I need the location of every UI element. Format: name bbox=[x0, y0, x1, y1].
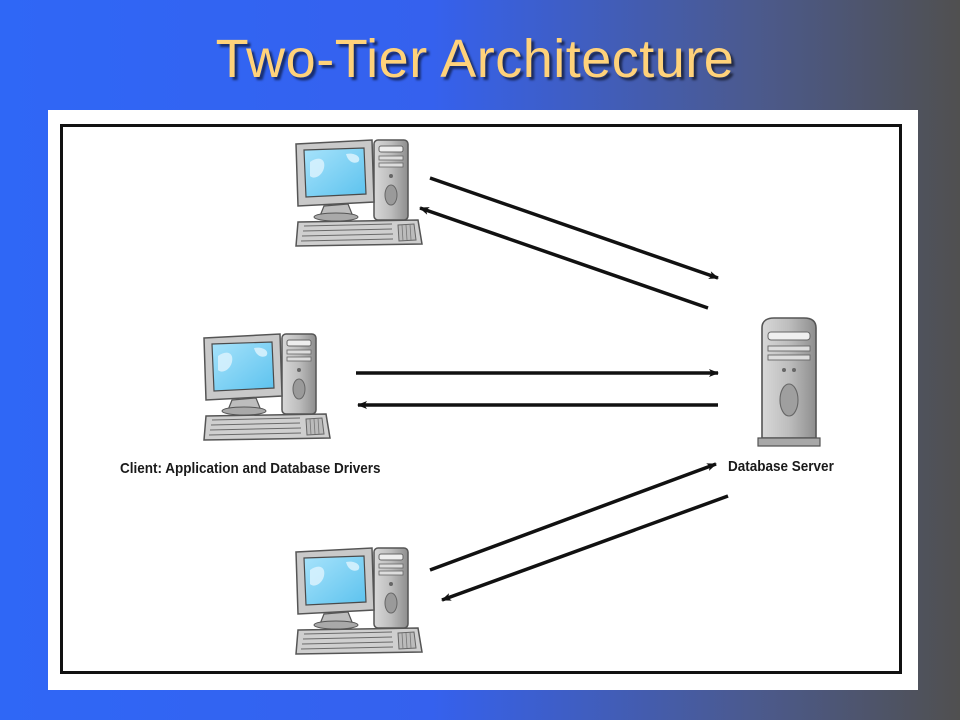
client-computer-middle-icon bbox=[203, 333, 331, 441]
arrow-top-to-server bbox=[429, 176, 719, 280]
database-server-icon bbox=[757, 317, 821, 447]
arrow-bottom-to-server bbox=[429, 462, 717, 572]
client-computer-bottom-icon bbox=[295, 547, 423, 655]
arrow-server-to-top bbox=[419, 206, 709, 310]
arrow-server-to-bottom bbox=[441, 494, 729, 602]
diagram-panel: Client: Application and Database Drivers… bbox=[48, 110, 918, 690]
client-computer-top-icon bbox=[295, 139, 423, 247]
client-label: Client: Application and Database Drivers bbox=[120, 460, 381, 477]
slide-title: Two-Tier Architecture bbox=[215, 29, 735, 89]
server-label: Database Server bbox=[728, 458, 834, 475]
diagram-frame bbox=[60, 124, 902, 674]
diagram-canvas bbox=[203, 139, 821, 655]
